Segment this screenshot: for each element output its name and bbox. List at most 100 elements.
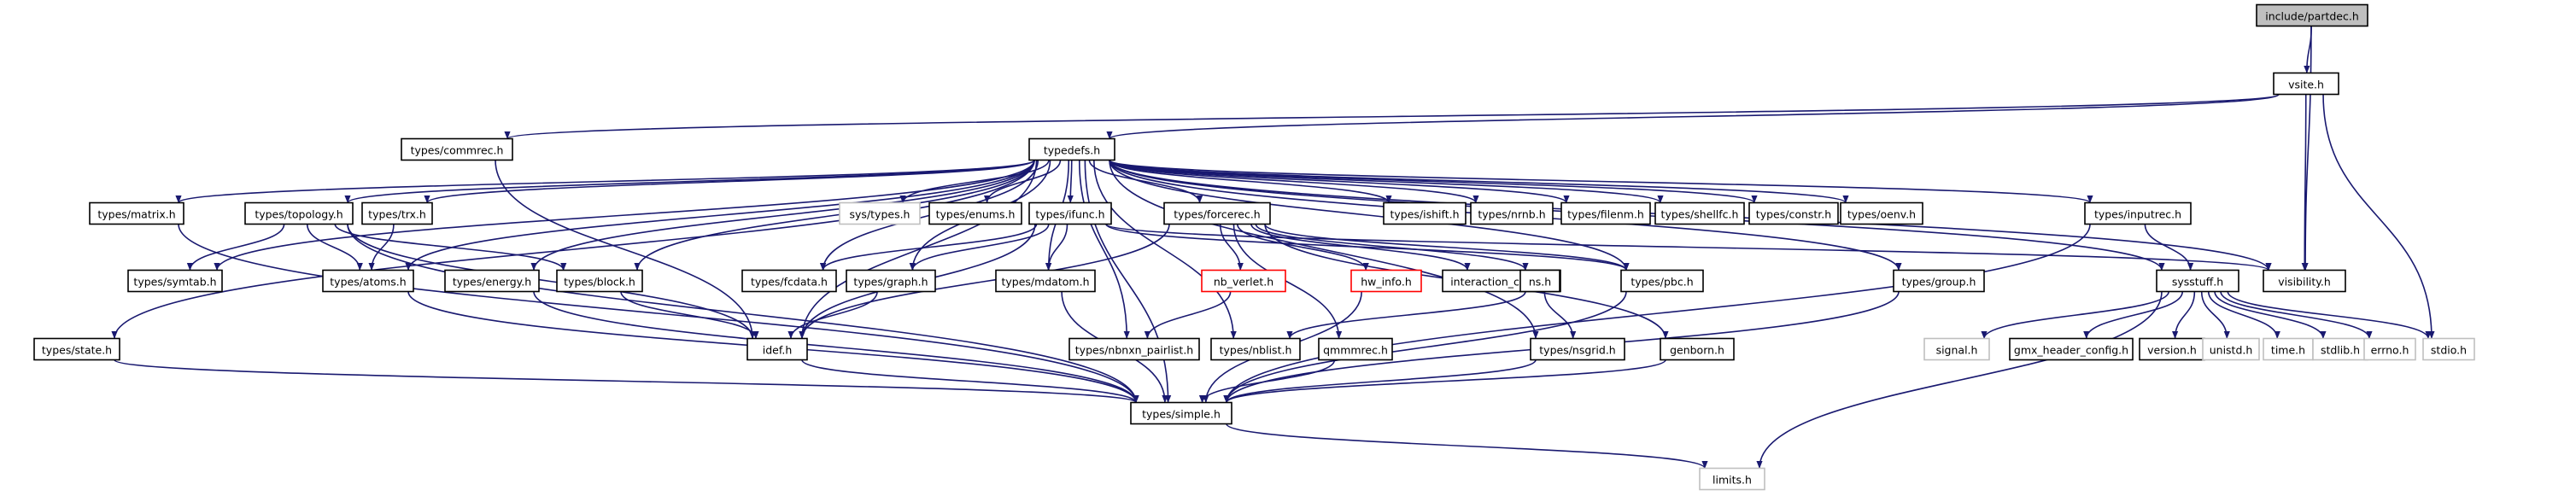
node-box-pbc [1620, 269, 1704, 293]
node-label-nrnb: types/nrnb.h [1478, 208, 1545, 221]
node-simple[interactable]: types/simple.h [1130, 401, 1232, 425]
node-matrix[interactable]: types/matrix.h [89, 201, 184, 225]
node-inputrec[interactable]: types/inputrec.h [2084, 201, 2192, 225]
node-box-vsite [2273, 72, 2339, 96]
node-box-energy [444, 269, 540, 293]
node-box-idef [746, 337, 808, 361]
node-symtab[interactable]: types/symtab.h [127, 269, 223, 293]
node-label-gmxheaderconfig: gmx_header_config.h [2014, 344, 2128, 357]
node-box-nsgrid [1530, 337, 1625, 361]
edge-typedefs-to-ishift [1109, 160, 1392, 203]
node-box-forcerec [1163, 201, 1271, 225]
node-label-inputrec: types/inputrec.h [2094, 208, 2181, 221]
node-box-topology [244, 201, 354, 225]
node-stdlib[interactable]: stdlib.h [2312, 337, 2368, 361]
node-group[interactable]: types/group.h [1893, 269, 1985, 293]
node-forcerec[interactable]: types/forcerec.h [1163, 201, 1271, 225]
node-nrnb[interactable]: types/nrnb.h [1470, 201, 1554, 225]
node-box-atoms [322, 269, 414, 293]
node-idef[interactable]: idef.h [746, 337, 808, 361]
edge-typedefs-to-enums [983, 160, 1062, 203]
node-ishift[interactable]: types/ishift.h [1383, 201, 1467, 225]
node-label-nsgrid: types/nsgrid.h [1539, 344, 1615, 357]
node-box-symtab [127, 269, 223, 293]
node-genborn[interactable]: genborn.h [1660, 337, 1735, 361]
node-pbc[interactable]: types/pbc.h [1620, 269, 1704, 293]
node-nbverlet[interactable]: nb_verlet.h [1201, 269, 1286, 293]
node-enums[interactable]: types/enums.h [928, 201, 1022, 225]
node-block[interactable]: types/block.h [556, 269, 643, 293]
node-systypes[interactable]: sys/types.h [839, 201, 921, 225]
node-unistd[interactable]: unistd.h [2202, 337, 2260, 361]
node-label-energy: types/energy.h [453, 276, 531, 289]
edge-vsite-to-commrec [505, 93, 2280, 140]
node-errno[interactable]: errno.h [2363, 337, 2416, 361]
node-energy[interactable]: types/energy.h [444, 269, 540, 293]
node-box-state [33, 337, 120, 361]
edge-typedefs-to-pbc [1109, 160, 1630, 271]
node-box-stdio [2422, 337, 2475, 361]
node-label-nbnxnpairlist: types/nbnxn_pairlist.h [1075, 344, 1193, 357]
node-typedefs[interactable]: typedefs.h [1028, 137, 1115, 161]
node-time[interactable]: time.h [2263, 337, 2314, 361]
node-version[interactable]: version.h [2139, 337, 2205, 361]
node-label-commrec: types/commrec.h [411, 144, 504, 157]
node-label-unistd: unistd.h [2210, 344, 2253, 357]
node-label-idef: idef.h [763, 344, 793, 357]
node-ns[interactable]: ns.h [1519, 269, 1560, 293]
node-label-visibility: visibility.h [2278, 276, 2331, 289]
node-sysstuff[interactable]: sysstuff.h [2156, 269, 2239, 293]
node-graph[interactable]: types/graph.h [846, 269, 936, 293]
node-ifunc[interactable]: types/ifunc.h [1028, 201, 1112, 225]
node-label-enums: types/enums.h [936, 208, 1016, 221]
edge-state-to-simple [114, 359, 1139, 404]
edge-energy-to-simple [533, 291, 1139, 403]
edge-nsgrid-to-simple [1223, 359, 1537, 403]
node-nblist[interactable]: types/nblist.h [1210, 337, 1301, 361]
edge-topology-to-simple [347, 224, 1139, 403]
node-hwinfo[interactable]: hw_info.h [1350, 269, 1422, 293]
node-topology[interactable]: types/topology.h [244, 201, 354, 225]
node-label-qmmmrec: qmmmrec.h [1323, 344, 1388, 357]
node-fcdata[interactable]: types/fcdata.h [741, 269, 837, 293]
node-filenm[interactable]: types/filenm.h [1560, 201, 1651, 225]
node-box-visibility [2263, 269, 2346, 293]
node-label-signal: signal.h [1936, 344, 1978, 357]
node-stdio[interactable]: stdio.h [2422, 337, 2475, 361]
edge-ifunc-to-graph [909, 224, 1050, 271]
node-gmxheaderconfig[interactable]: gmx_header_config.h [2009, 337, 2134, 361]
node-nbnxnpairlist[interactable]: types/nbnxn_pairlist.h [1068, 337, 1200, 361]
node-mdatom[interactable]: types/mdatom.h [995, 269, 1096, 293]
node-shellfc[interactable]: types/shellfc.h [1654, 201, 1745, 225]
node-signal[interactable]: signal.h [1923, 337, 1990, 361]
node-label-partdec: include/partdec.h [2265, 10, 2359, 23]
edge-ns-to-nblist [1286, 291, 1526, 339]
node-label-stdio: stdio.h [2431, 344, 2467, 357]
node-visibility[interactable]: visibility.h [2263, 269, 2346, 293]
edge-forcerec-to-hwinfo [1236, 224, 1369, 271]
node-limits[interactable]: limits.h [1699, 467, 1765, 491]
node-atoms[interactable]: types/atoms.h [322, 269, 414, 293]
node-box-matrix [89, 201, 184, 225]
node-box-enums [928, 201, 1022, 225]
node-state[interactable]: types/state.h [33, 337, 120, 361]
node-constr[interactable]: types/constr.h [1748, 201, 1839, 225]
node-trx[interactable]: types/trx.h [361, 201, 433, 225]
node-commrec[interactable]: types/commrec.h [401, 137, 513, 161]
edge-typedefs-to-constr [1109, 159, 1758, 204]
node-label-block: types/block.h [564, 276, 635, 289]
node-label-trx: types/trx.h [368, 208, 426, 221]
edge-trx-to-atoms [368, 224, 395, 271]
node-label-limits: limits.h [1712, 474, 1752, 487]
node-label-stdlib: stdlib.h [2321, 344, 2360, 357]
node-box-stdlib [2312, 337, 2368, 361]
node-qmmmrec[interactable]: qmmmrec.h [1318, 337, 1393, 361]
node-nsgrid[interactable]: types/nsgrid.h [1530, 337, 1625, 361]
node-partdec: include/partdec.h [2256, 3, 2368, 27]
node-vsite[interactable]: vsite.h [2273, 72, 2339, 96]
node-label-version: version.h [2147, 344, 2197, 357]
node-box-inputrec [2084, 201, 2192, 225]
node-label-ifunc: types/ifunc.h [1035, 208, 1104, 221]
node-oenv[interactable]: types/oenv.h [1840, 201, 1923, 225]
edge-sysstuff-to-unistd [2200, 291, 2230, 339]
